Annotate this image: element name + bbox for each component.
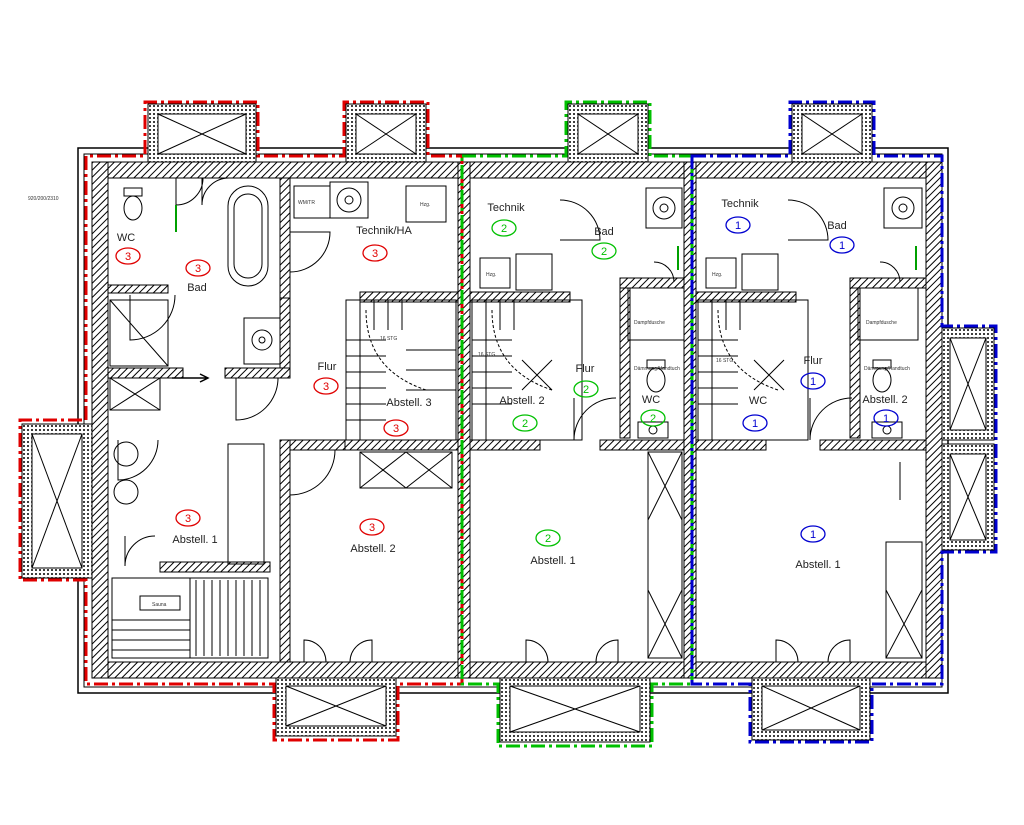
fixtures — [109, 181, 923, 659]
room-number-badge-unit-1-3 — [742, 414, 768, 432]
room-number-unit-1-2: 1 — [810, 376, 816, 388]
room-number-badge-unit-2-2 — [573, 380, 599, 398]
room-number-unit-1-0: 1 — [735, 220, 741, 232]
stair-label-2: 16 STG. — [478, 352, 497, 358]
room-name-unit-3-2: Technik/HA — [356, 225, 412, 237]
sauna-label: Sauna — [152, 602, 167, 608]
room-number-badge-unit-3-4 — [383, 419, 409, 437]
hzg-label: Hzg. — [420, 202, 430, 208]
room-number-badge-unit-2-1 — [591, 242, 617, 260]
window-bays-top — [147, 103, 873, 163]
room-name-unit-3-3: Flur — [318, 361, 337, 373]
room-name-unit-1-1: Bad — [827, 220, 847, 232]
room-name-unit-1-4: Abstell. 2 — [862, 394, 907, 406]
room-name-unit-3-0: WC — [117, 232, 135, 244]
fixture-labels: 920/200/2310 Sauna Hzg. Hzg. Hzg. WM/TR … — [28, 196, 910, 608]
room-number-badge-unit-3-2 — [362, 244, 388, 262]
room-name-unit-1-3: WC — [749, 395, 767, 407]
room-number-badge-unit-3-6 — [359, 518, 385, 536]
room-number-badge-unit-3-5 — [175, 509, 201, 527]
toilet-icon — [123, 195, 143, 221]
room-name-unit-1-0: Technik — [721, 198, 759, 210]
room-number-badge-unit-3-0 — [115, 247, 141, 265]
room-name-unit-2-5: Abstell. 1 — [530, 555, 575, 567]
dampfdusche-label-1: Dampfdusche — [866, 320, 897, 326]
room-name-unit-1-2: Flur — [804, 355, 823, 367]
room-number-badge-unit-1-1 — [829, 236, 855, 254]
room-name-unit-2-0: Technik — [487, 202, 525, 214]
room-number-unit-2-4: 2 — [650, 413, 656, 425]
doors — [117, 177, 901, 663]
room-name-unit-2-1: Bad — [594, 226, 614, 238]
unit-boundaries — [18, 100, 998, 748]
room-number-unit-2-3: 2 — [522, 418, 528, 430]
room-name-unit-3-4: Abstell. 3 — [386, 397, 431, 409]
unit-1-boundary — [690, 100, 998, 744]
room-name-unit-1-5: Abstell. 1 — [795, 559, 840, 571]
bathtub — [227, 185, 269, 287]
room-number-badge-unit-3-3 — [313, 377, 339, 395]
room-number-badge-unit-1-5 — [800, 525, 826, 543]
room-number-unit-1-4: 1 — [883, 413, 889, 425]
room-number-badge-unit-1-2 — [800, 372, 826, 390]
daemmung-label-1: Dämmung/Handtuch — [864, 366, 910, 372]
room-number-unit-1-1: 1 — [839, 240, 845, 252]
hzg-label-2: Hzg. — [486, 272, 496, 278]
unit-2-boundary — [460, 100, 694, 748]
room-name-unit-3-1: Bad — [187, 282, 207, 294]
room-name-unit-2-4: WC — [642, 394, 660, 406]
window-bays-bottom — [275, 677, 871, 743]
room-number-unit-3-5: 3 — [185, 513, 191, 525]
window-bays-side — [21, 327, 995, 579]
room-number-badge-unit-3-1 — [185, 259, 211, 277]
stair-label-1: 16 STG. — [716, 358, 735, 364]
room-number-unit-3-2: 3 — [372, 248, 378, 260]
room-number-unit-2-1: 2 — [601, 246, 607, 258]
daemmung-label-2: Dämmung/Handtuch — [634, 366, 680, 372]
room-number-unit-3-3: 3 — [323, 381, 329, 393]
corner-note: 920/200/2310 — [28, 196, 59, 202]
room-name-unit-3-6: Abstell. 2 — [350, 543, 395, 555]
room-number-badge-unit-2-4 — [640, 409, 666, 427]
room-name-unit-2-3: Abstell. 2 — [499, 395, 544, 407]
room-number-unit-2-5: 2 — [545, 533, 551, 545]
room-number-unit-3-0: 3 — [125, 251, 131, 263]
stair-label-3: 16 STG — [380, 336, 397, 342]
room-number-badge-unit-2-5 — [535, 529, 561, 547]
room-number-unit-1-5: 1 — [810, 529, 816, 541]
interior-walls — [107, 177, 927, 663]
room-number-unit-3-6: 3 — [369, 522, 375, 534]
dampfdusche-label-2: Dampfdusche — [634, 320, 665, 326]
room-name-unit-3-5: Abstell. 1 — [172, 534, 217, 546]
room-number-unit-2-2: 2 — [583, 384, 589, 396]
stairs — [345, 299, 809, 441]
hzg-label-1: Hzg. — [712, 272, 722, 278]
exterior-walls — [91, 161, 943, 679]
wm-tr-label: WM/TR — [298, 200, 315, 206]
room-number-unit-3-4: 3 — [393, 423, 399, 435]
room-number-badge-unit-2-0 — [491, 219, 517, 237]
room-number-unit-1-3: 1 — [752, 418, 758, 430]
room-number-unit-2-0: 2 — [501, 223, 507, 235]
room-name-unit-2-2: Flur — [576, 363, 595, 375]
room-number-badge-unit-1-4 — [873, 409, 899, 427]
unit-3-boundary — [18, 100, 464, 742]
room-number-badge-unit-2-3 — [512, 414, 538, 432]
room-number-unit-3-1: 3 — [195, 263, 201, 275]
room-number-badge-unit-1-0 — [725, 216, 751, 234]
